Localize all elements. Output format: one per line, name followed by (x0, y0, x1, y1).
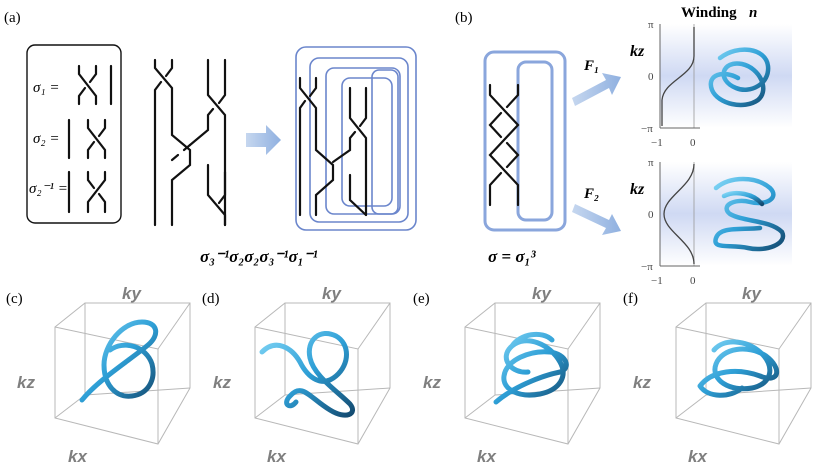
sigma2-glyph (67, 118, 107, 160)
map-label-f1: F₁ (583, 58, 599, 74)
winding-title: Winding (681, 5, 737, 21)
panel-label-d: (d) (202, 291, 220, 307)
sigma1-label: σ₁ = (33, 80, 59, 96)
closed-braid (295, 46, 417, 231)
panel-label-c: (c) (6, 291, 23, 307)
braid-word-b: σ = σ₁³ (488, 247, 536, 266)
panel-label-e: (e) (413, 291, 430, 307)
arrow-closure (246, 125, 281, 155)
axis-ky-c: ky (122, 284, 142, 303)
knot-e (493, 331, 569, 405)
box-e (464, 302, 601, 445)
axis-ky-d: ky (322, 284, 342, 303)
kz-label-lower: kz (630, 181, 645, 198)
sigma2-inverse-glyph (67, 170, 107, 214)
tick-upper-x-minus1: −1 (651, 137, 663, 149)
tick-lower-x-minus1: −1 (651, 275, 663, 287)
axis-kz-e: kz (423, 373, 441, 392)
panel-label-f: (f) (623, 291, 638, 307)
map-label-f2: F₂ (583, 186, 599, 202)
winding-symbol: n (749, 5, 757, 21)
winding-plot-f2 (659, 162, 792, 267)
box-d (254, 302, 391, 445)
sigma2-inverse-label: σ₂⁻¹ = (29, 181, 68, 197)
tick-upper-minus-pi: −π (641, 123, 653, 135)
tick-lower-pi: π (648, 157, 654, 169)
axis-kx-f: kx (688, 447, 708, 466)
axis-ky-f: ky (742, 284, 762, 303)
knot-c (79, 319, 159, 403)
panel-label-a: (a) (4, 10, 21, 26)
tick-lower-x-zero: 0 (690, 275, 696, 287)
open-braid (153, 58, 227, 227)
tick-upper-zero: 0 (648, 71, 654, 83)
tick-upper-pi: π (648, 19, 654, 31)
axis-kz-f: kz (633, 373, 651, 392)
sigma2-label: σ₂ = (33, 131, 59, 147)
winding-plot-f1 (659, 24, 792, 129)
axis-kz-c: kz (17, 373, 35, 392)
closed-braid-sigma1-cubed (483, 50, 567, 232)
knot-f1 (708, 47, 771, 108)
tick-lower-zero: 0 (648, 209, 654, 221)
axis-kx-d: kx (267, 447, 287, 466)
arrow-f2 (572, 204, 621, 235)
axis-kx-e: kx (477, 447, 497, 466)
tick-upper-x-zero: 0 (690, 137, 696, 149)
axis-kz-d: kz (213, 373, 231, 392)
arrow-f1 (572, 73, 621, 106)
box-c (54, 302, 191, 445)
panel-label-b: (b) (455, 10, 473, 26)
knot-f2 (713, 176, 786, 252)
braid-word-a: σ₃⁻¹σ₂σ₂σ₃⁻¹σ₁⁻¹ (200, 247, 318, 266)
axis-ky-e: ky (532, 284, 552, 303)
sigma1-glyph (77, 64, 113, 106)
knot-d (259, 331, 355, 418)
knot-f (697, 339, 779, 398)
kz-label-upper: kz (630, 43, 645, 60)
axis-kx-c: kx (68, 447, 88, 466)
generators-box (26, 44, 122, 224)
tick-lower-minus-pi: −π (641, 261, 653, 273)
